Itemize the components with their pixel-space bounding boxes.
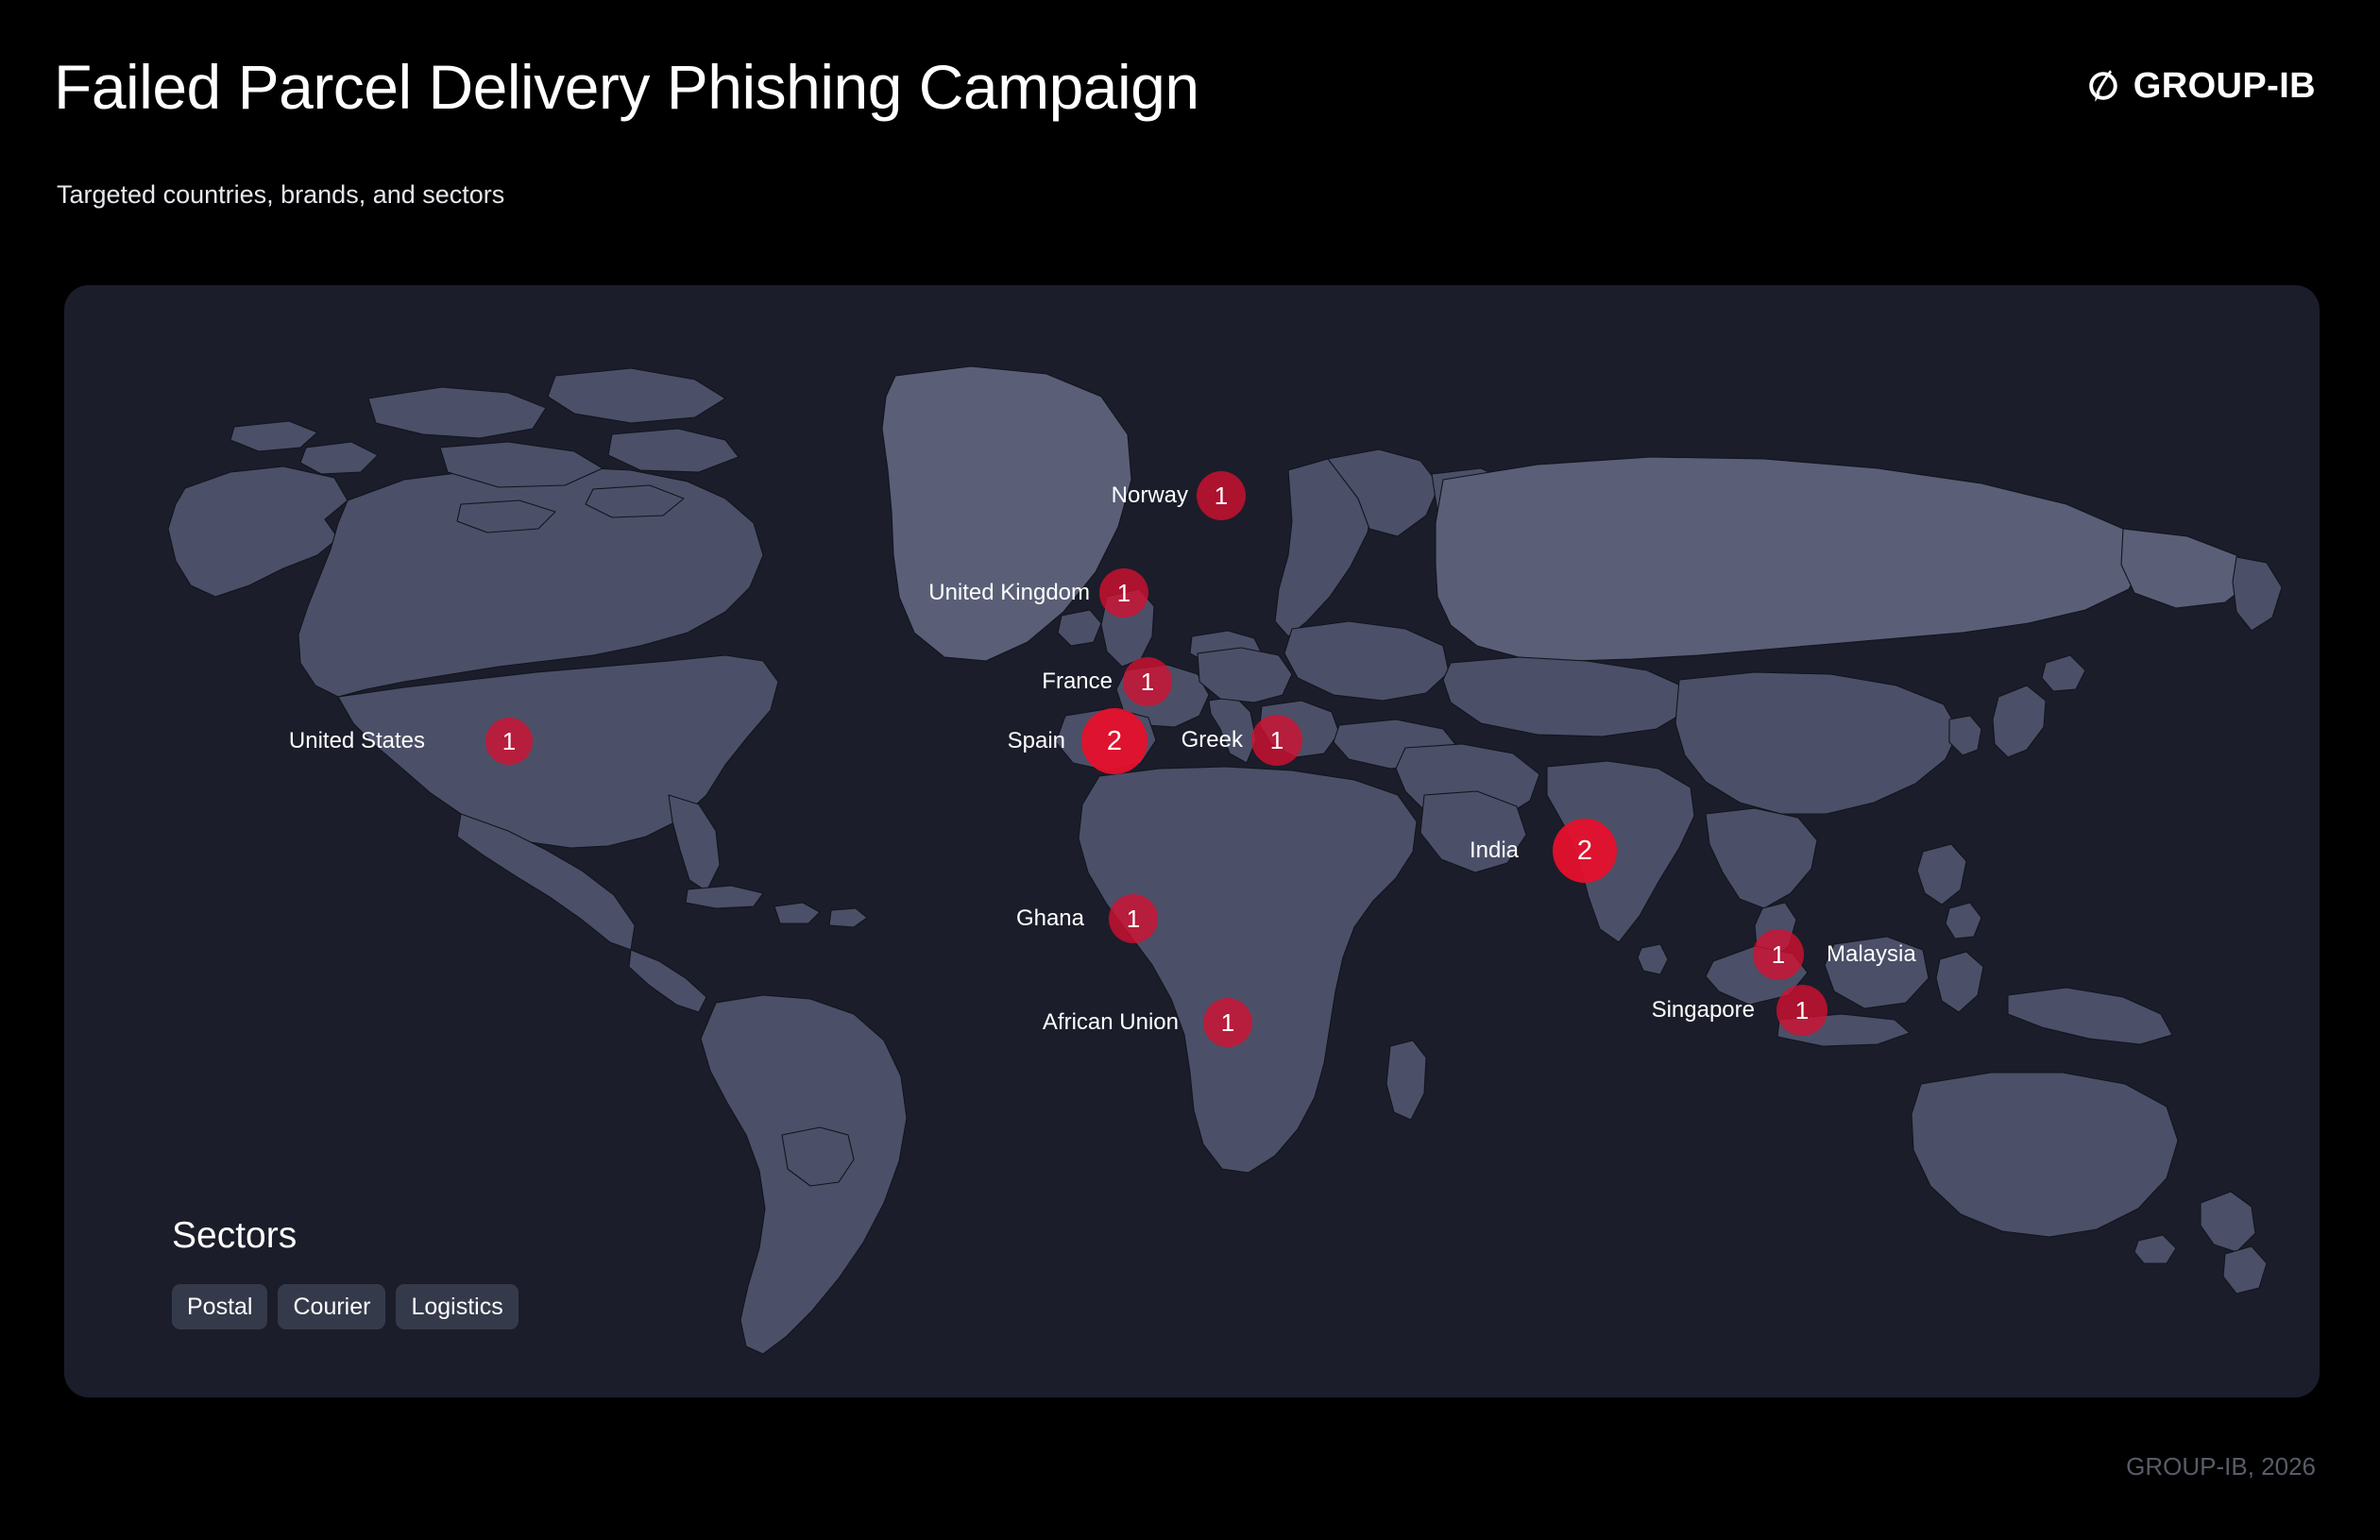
brand-name: GROUP-IB — [2133, 66, 2316, 106]
marker-label-greek: Greek — [1181, 727, 1243, 753]
marker-india[interactable]: 2 — [1553, 819, 1617, 883]
group-ib-logo-icon — [2085, 68, 2121, 104]
marker-label-united-kingdom: United Kingdom — [928, 580, 1090, 605]
sectors-legend: Sectors Postal Courier Logistics — [172, 1214, 518, 1329]
marker-spain[interactable]: 2 — [1081, 708, 1148, 774]
marker-label-india: India — [1469, 838, 1519, 863]
marker-label-france: France — [1042, 668, 1113, 694]
brand-logo: GROUP-IB — [2085, 68, 2316, 104]
sector-chip-postal[interactable]: Postal — [172, 1284, 268, 1329]
marker-label-ghana: Ghana — [1015, 905, 1084, 931]
marker-label-spain: Spain — [1007, 728, 1065, 753]
marker-malaysia[interactable]: 1 — [1753, 929, 1804, 980]
sector-chip-courier[interactable]: Courier — [278, 1284, 386, 1329]
marker-france[interactable]: 1 — [1123, 657, 1172, 706]
marker-label-united-states: United States — [288, 728, 425, 753]
footer-copyright: GROUP-IB, 2026 — [2126, 1452, 2316, 1481]
sectors-chip-list: Postal Courier Logistics — [172, 1284, 518, 1329]
world-map-panel: United States 1 Norway 1 United Kingdom … — [64, 285, 2320, 1397]
marker-african-union[interactable]: 1 — [1203, 998, 1252, 1047]
sectors-title: Sectors — [172, 1215, 298, 1256]
marker-label-norway: Norway — [1111, 482, 1188, 508]
marker-united-kingdom[interactable]: 1 — [1099, 568, 1148, 618]
page-subtitle: Targeted countries, brands, and sectors — [57, 180, 505, 209]
marker-label-african-union: African Union — [1042, 1009, 1179, 1035]
marker-label-singapore: Singapore — [1651, 997, 1755, 1023]
marker-norway[interactable]: 1 — [1197, 471, 1246, 520]
page-title: Failed Parcel Delivery Phishing Campaign — [54, 52, 1199, 122]
marker-united-states[interactable]: 1 — [485, 718, 533, 765]
marker-ghana[interactable]: 1 — [1109, 894, 1158, 943]
sector-chip-logistics[interactable]: Logistics — [396, 1284, 518, 1329]
page-header: Failed Parcel Delivery Phishing Campaign… — [0, 0, 2380, 283]
marker-singapore[interactable]: 1 — [1776, 985, 1828, 1036]
marker-label-malaysia: Malaysia — [1827, 941, 1916, 967]
marker-greek[interactable]: 1 — [1251, 715, 1302, 766]
